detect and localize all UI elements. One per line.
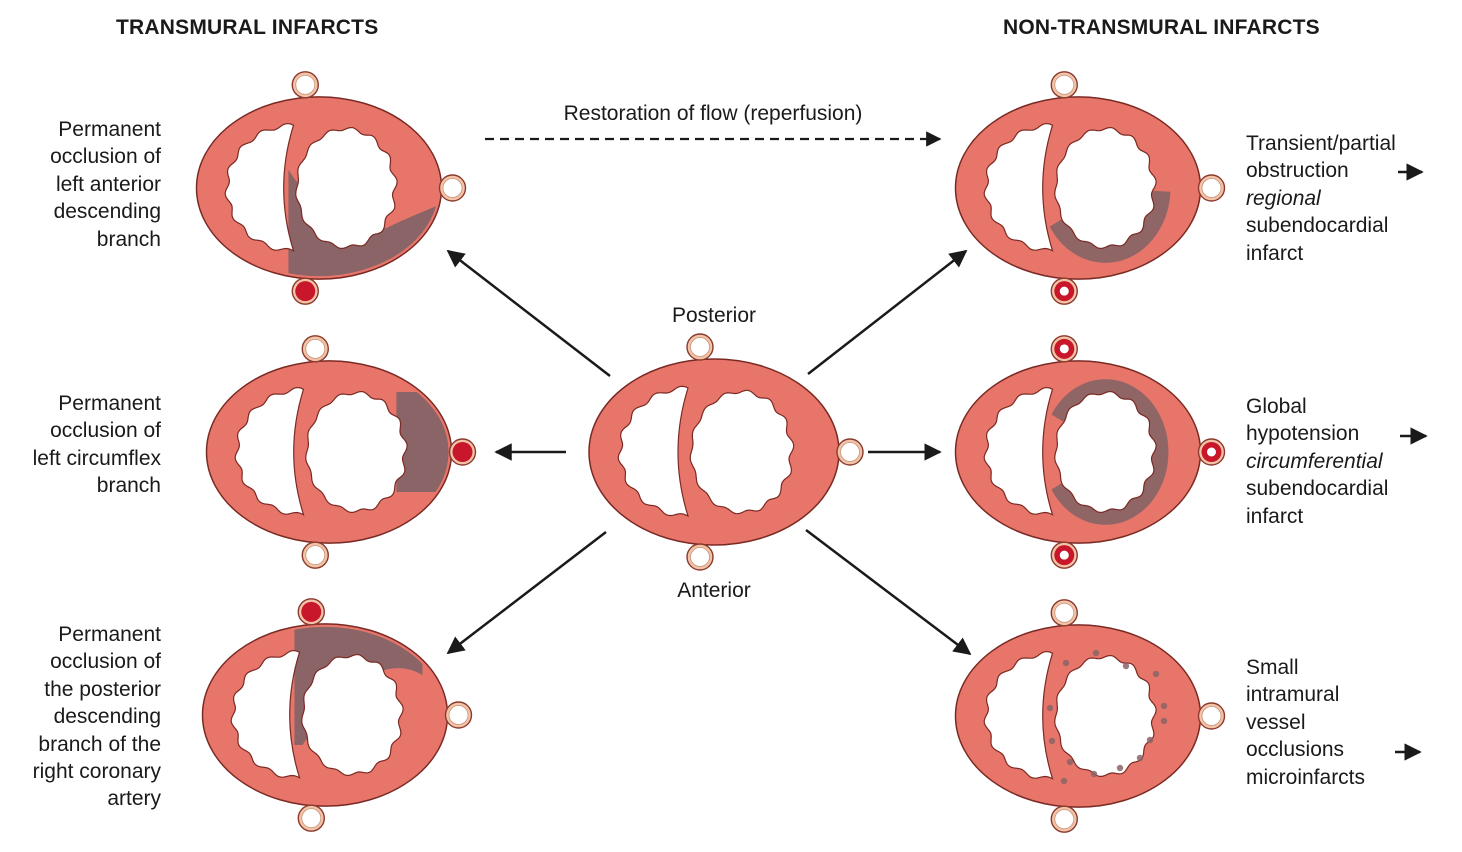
- microinfarct-dot: [1146, 736, 1154, 744]
- microinfarct-dot: [1160, 717, 1168, 725]
- rv-cavity: [983, 386, 1054, 516]
- arrows: [446, 131, 1428, 761]
- regional-subendocardial-heart: [954, 96, 1202, 280]
- rv-cavity: [617, 385, 689, 518]
- transmural-heading: TRANSMURAL INFARCTS: [116, 16, 379, 39]
- microinfarct-dot: [1066, 758, 1074, 766]
- arrow-to-micro: [805, 529, 972, 656]
- anterior-label: Anterior: [677, 579, 751, 602]
- microinfarct-dot: [1116, 764, 1124, 772]
- microinfarct-dot: [1152, 670, 1160, 678]
- non-transmural-heading: NON-TRANSMURAL INFARCTS: [1003, 16, 1320, 39]
- lcx-transmural-heart: [205, 360, 453, 544]
- lv-cavity: [1054, 127, 1157, 249]
- rv-cavity: [983, 122, 1054, 252]
- arrow-to-regional: [807, 249, 968, 375]
- reperfusion-label: Restoration of flow (reperfusion): [563, 102, 863, 125]
- microinfarct-dot: [1122, 662, 1130, 670]
- lv-cavity: [1054, 655, 1157, 777]
- microinfarct-dot: [1090, 770, 1098, 778]
- microinfarct-heart: [954, 624, 1202, 808]
- microinfarct-dot: [1160, 702, 1168, 710]
- microinfarct-dot: [1046, 704, 1054, 712]
- pda-transmural-heart: [201, 623, 449, 807]
- circumferential-subendocardial-heart: [954, 360, 1202, 544]
- rv-cavity: [983, 650, 1054, 780]
- lv-cavity: [1054, 391, 1157, 513]
- lv-cavity: [301, 654, 404, 776]
- arrow-to-pda: [446, 531, 607, 655]
- lad-transmural-heart: [195, 96, 443, 280]
- microinfarct-dot: [1092, 649, 1100, 657]
- lv-cavity: [295, 127, 398, 249]
- lv-cavity: [305, 391, 408, 513]
- microinfarct-dot: [1060, 777, 1068, 785]
- rv-cavity: [224, 122, 295, 252]
- microinfarct-dot: [1136, 754, 1144, 762]
- center-heart: [588, 358, 840, 546]
- rv-cavity: [234, 386, 305, 516]
- microinfarct-dot: [1062, 659, 1070, 667]
- rv-cavity: [230, 649, 301, 779]
- posterior-label: Posterior: [671, 304, 757, 327]
- microinfarct-dot: [1048, 737, 1056, 745]
- arrow-to-lad: [446, 249, 611, 377]
- infarct-region: [1049, 190, 1171, 263]
- lv-cavity: [689, 389, 795, 515]
